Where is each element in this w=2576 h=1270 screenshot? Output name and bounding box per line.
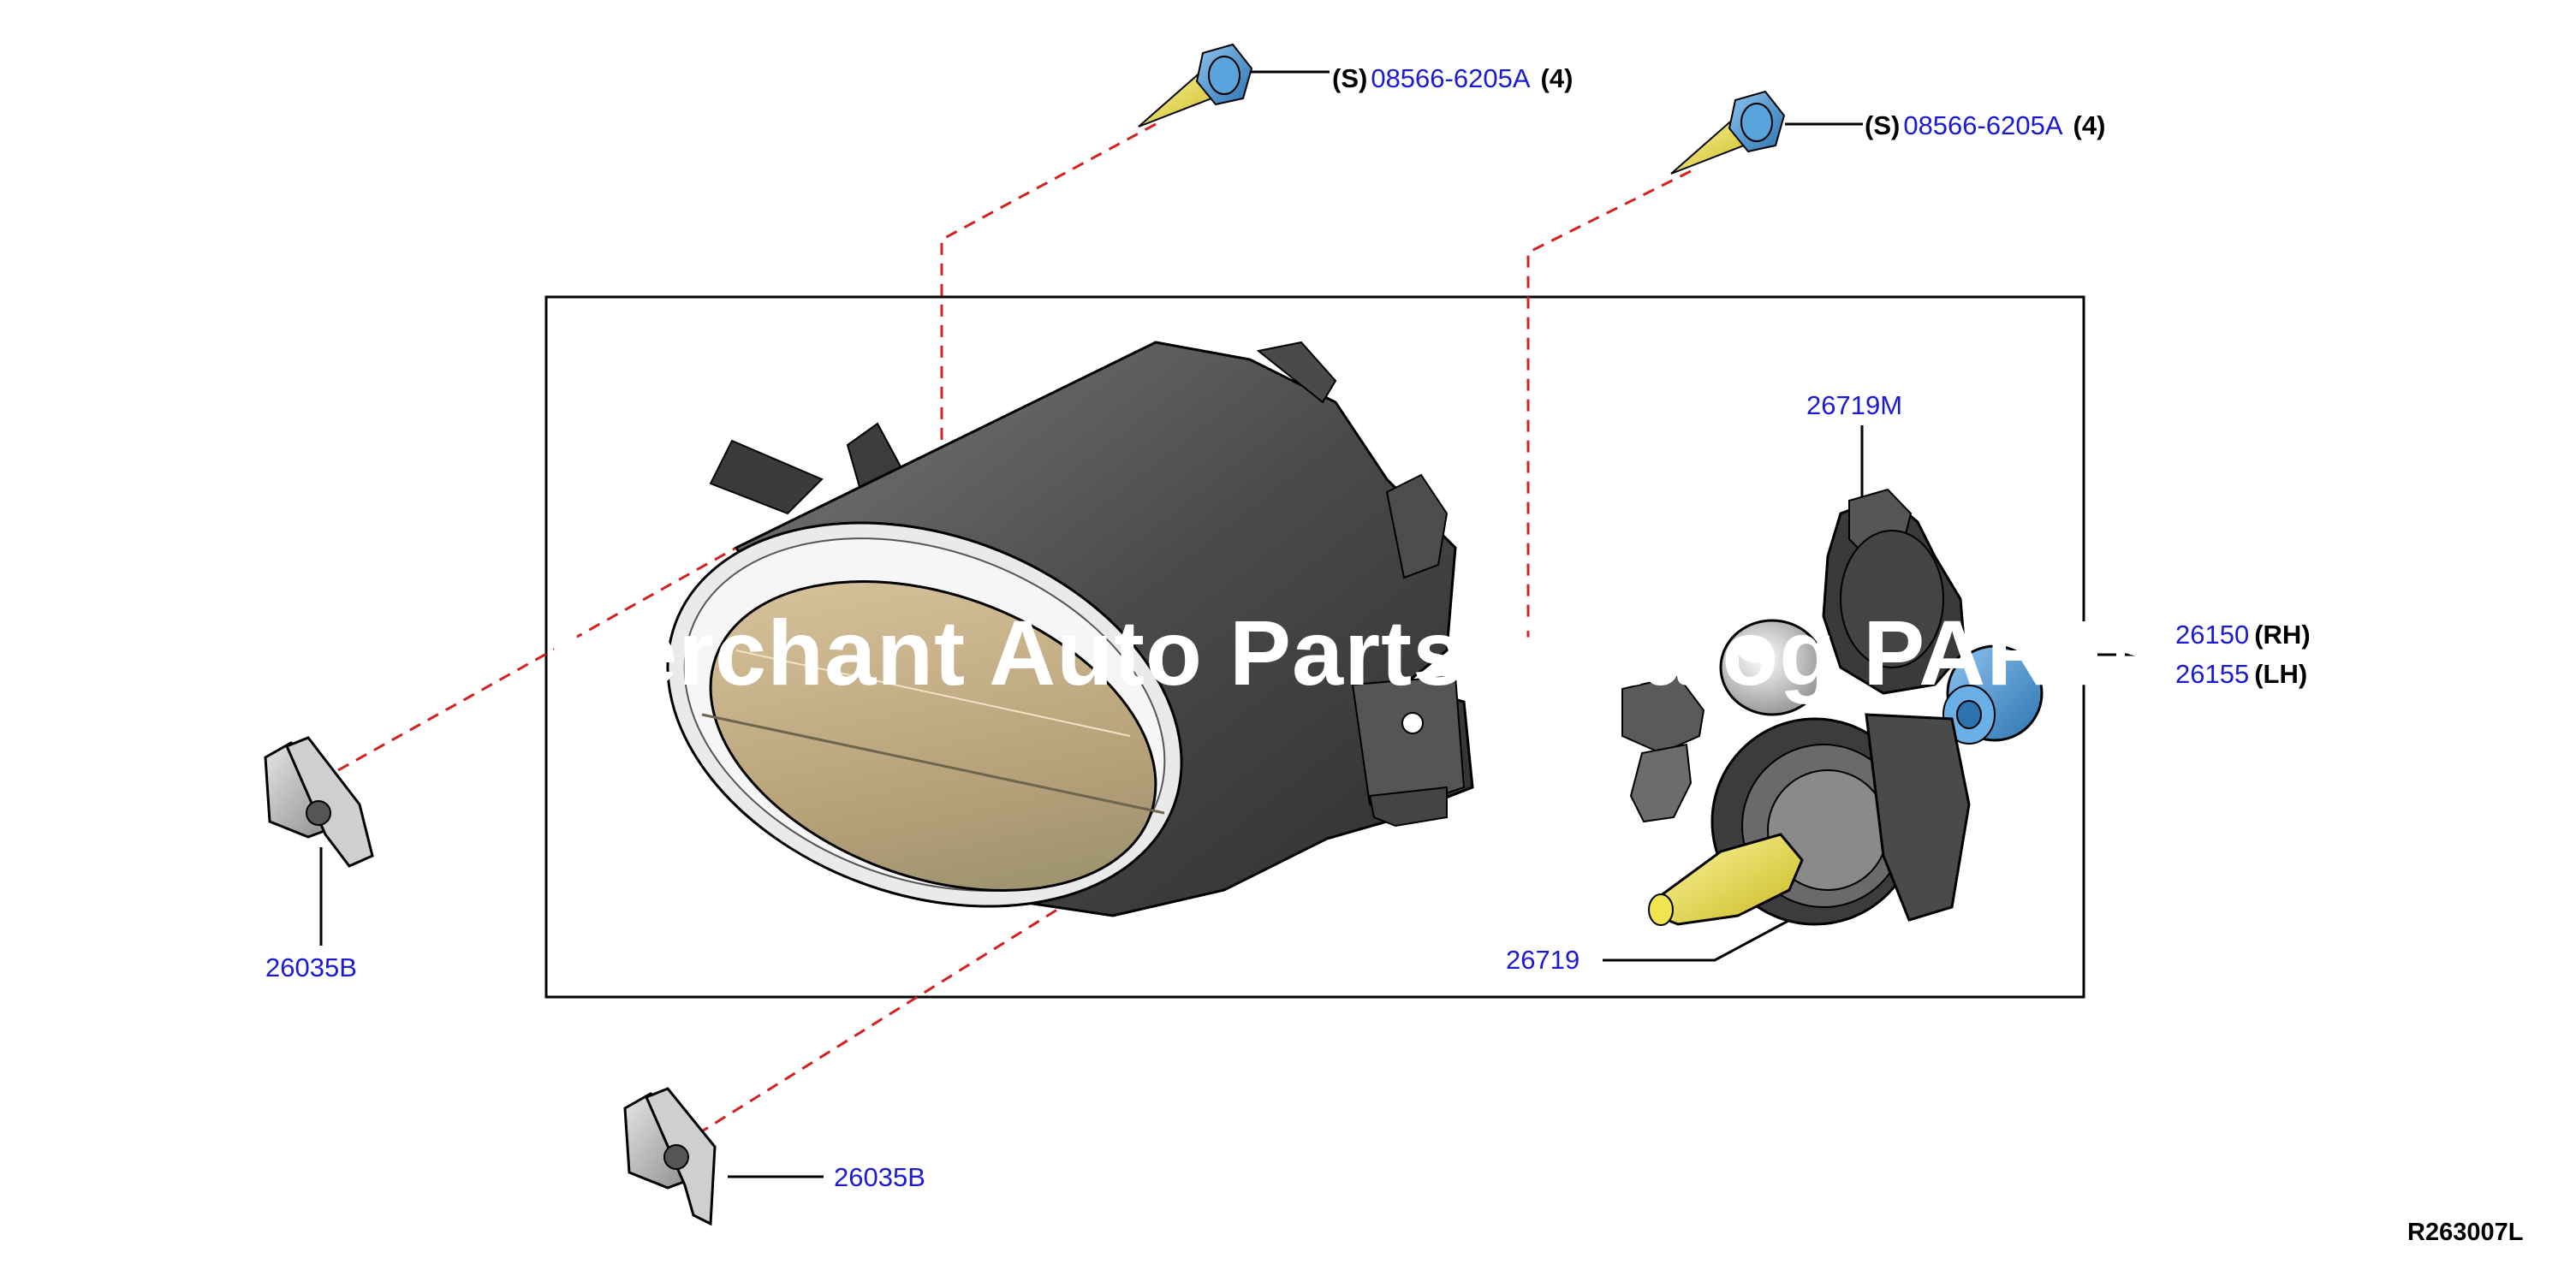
bulb-socket-icon[interactable] bbox=[1719, 488, 1966, 716]
side-label-rh: 26150(RH) bbox=[2175, 621, 2311, 648]
halogen-bulb-icon[interactable] bbox=[1648, 713, 1971, 926]
leader-bolt1 bbox=[940, 122, 1157, 445]
wedge-bulb-icon[interactable] bbox=[1621, 674, 1705, 823]
label-leader-lines bbox=[319, 70, 2162, 1178]
leader-clip-left bbox=[337, 546, 737, 772]
assembly-frame bbox=[544, 295, 2085, 999]
side-lh: (LH) bbox=[2254, 659, 2308, 689]
part-link-26719[interactable]: 26719 bbox=[1506, 945, 1580, 975]
bolt-part-link[interactable]: 08566-6205A bbox=[1371, 63, 1531, 93]
bolt-prefix: (S) bbox=[1332, 63, 1368, 93]
bolt-label-1: (S)08566-6205A (4) bbox=[1332, 65, 1573, 92]
side-rh: (RH) bbox=[2254, 620, 2311, 650]
part-link-lh[interactable]: 26155 bbox=[2175, 659, 2250, 689]
bolt-icon[interactable] bbox=[1138, 43, 1253, 128]
fog-lamp-housing-icon[interactable] bbox=[614, 341, 1474, 974]
bolt-qty: (4) bbox=[2073, 110, 2106, 140]
grommet-icon[interactable] bbox=[1942, 644, 2044, 745]
part-link-clip-left[interactable]: 26035B bbox=[265, 952, 357, 982]
clip-nut-icon[interactable] bbox=[623, 1087, 717, 1226]
leader-26719 bbox=[1603, 914, 1799, 962]
part-link-clip-bottom[interactable]: 26035B bbox=[834, 1162, 925, 1192]
bolt-part-link[interactable]: 08566-6205A bbox=[1903, 110, 2063, 140]
part-link-26719M[interactable]: 26719M bbox=[1806, 390, 1903, 420]
side-label-lh: 26155(LH) bbox=[2175, 661, 2307, 687]
fog-lamp-lens bbox=[709, 580, 1157, 892]
part-link-rh[interactable]: 26150 bbox=[2175, 620, 2250, 650]
diagram-code: R263007L bbox=[2407, 1219, 2524, 1246]
bolt-label-2: (S)08566-6205A (4) bbox=[1865, 112, 2105, 139]
clip-nut-icon[interactable] bbox=[264, 736, 374, 868]
bolt-prefix: (S) bbox=[1865, 110, 1901, 140]
bolt-icon[interactable] bbox=[1670, 90, 1786, 175]
watermark-text: Merchant Auto Parts Catalog PARTS bbox=[548, 601, 2174, 704]
bolt-qty: (4) bbox=[1540, 63, 1574, 93]
leader-bolt2 bbox=[1526, 169, 1692, 638]
